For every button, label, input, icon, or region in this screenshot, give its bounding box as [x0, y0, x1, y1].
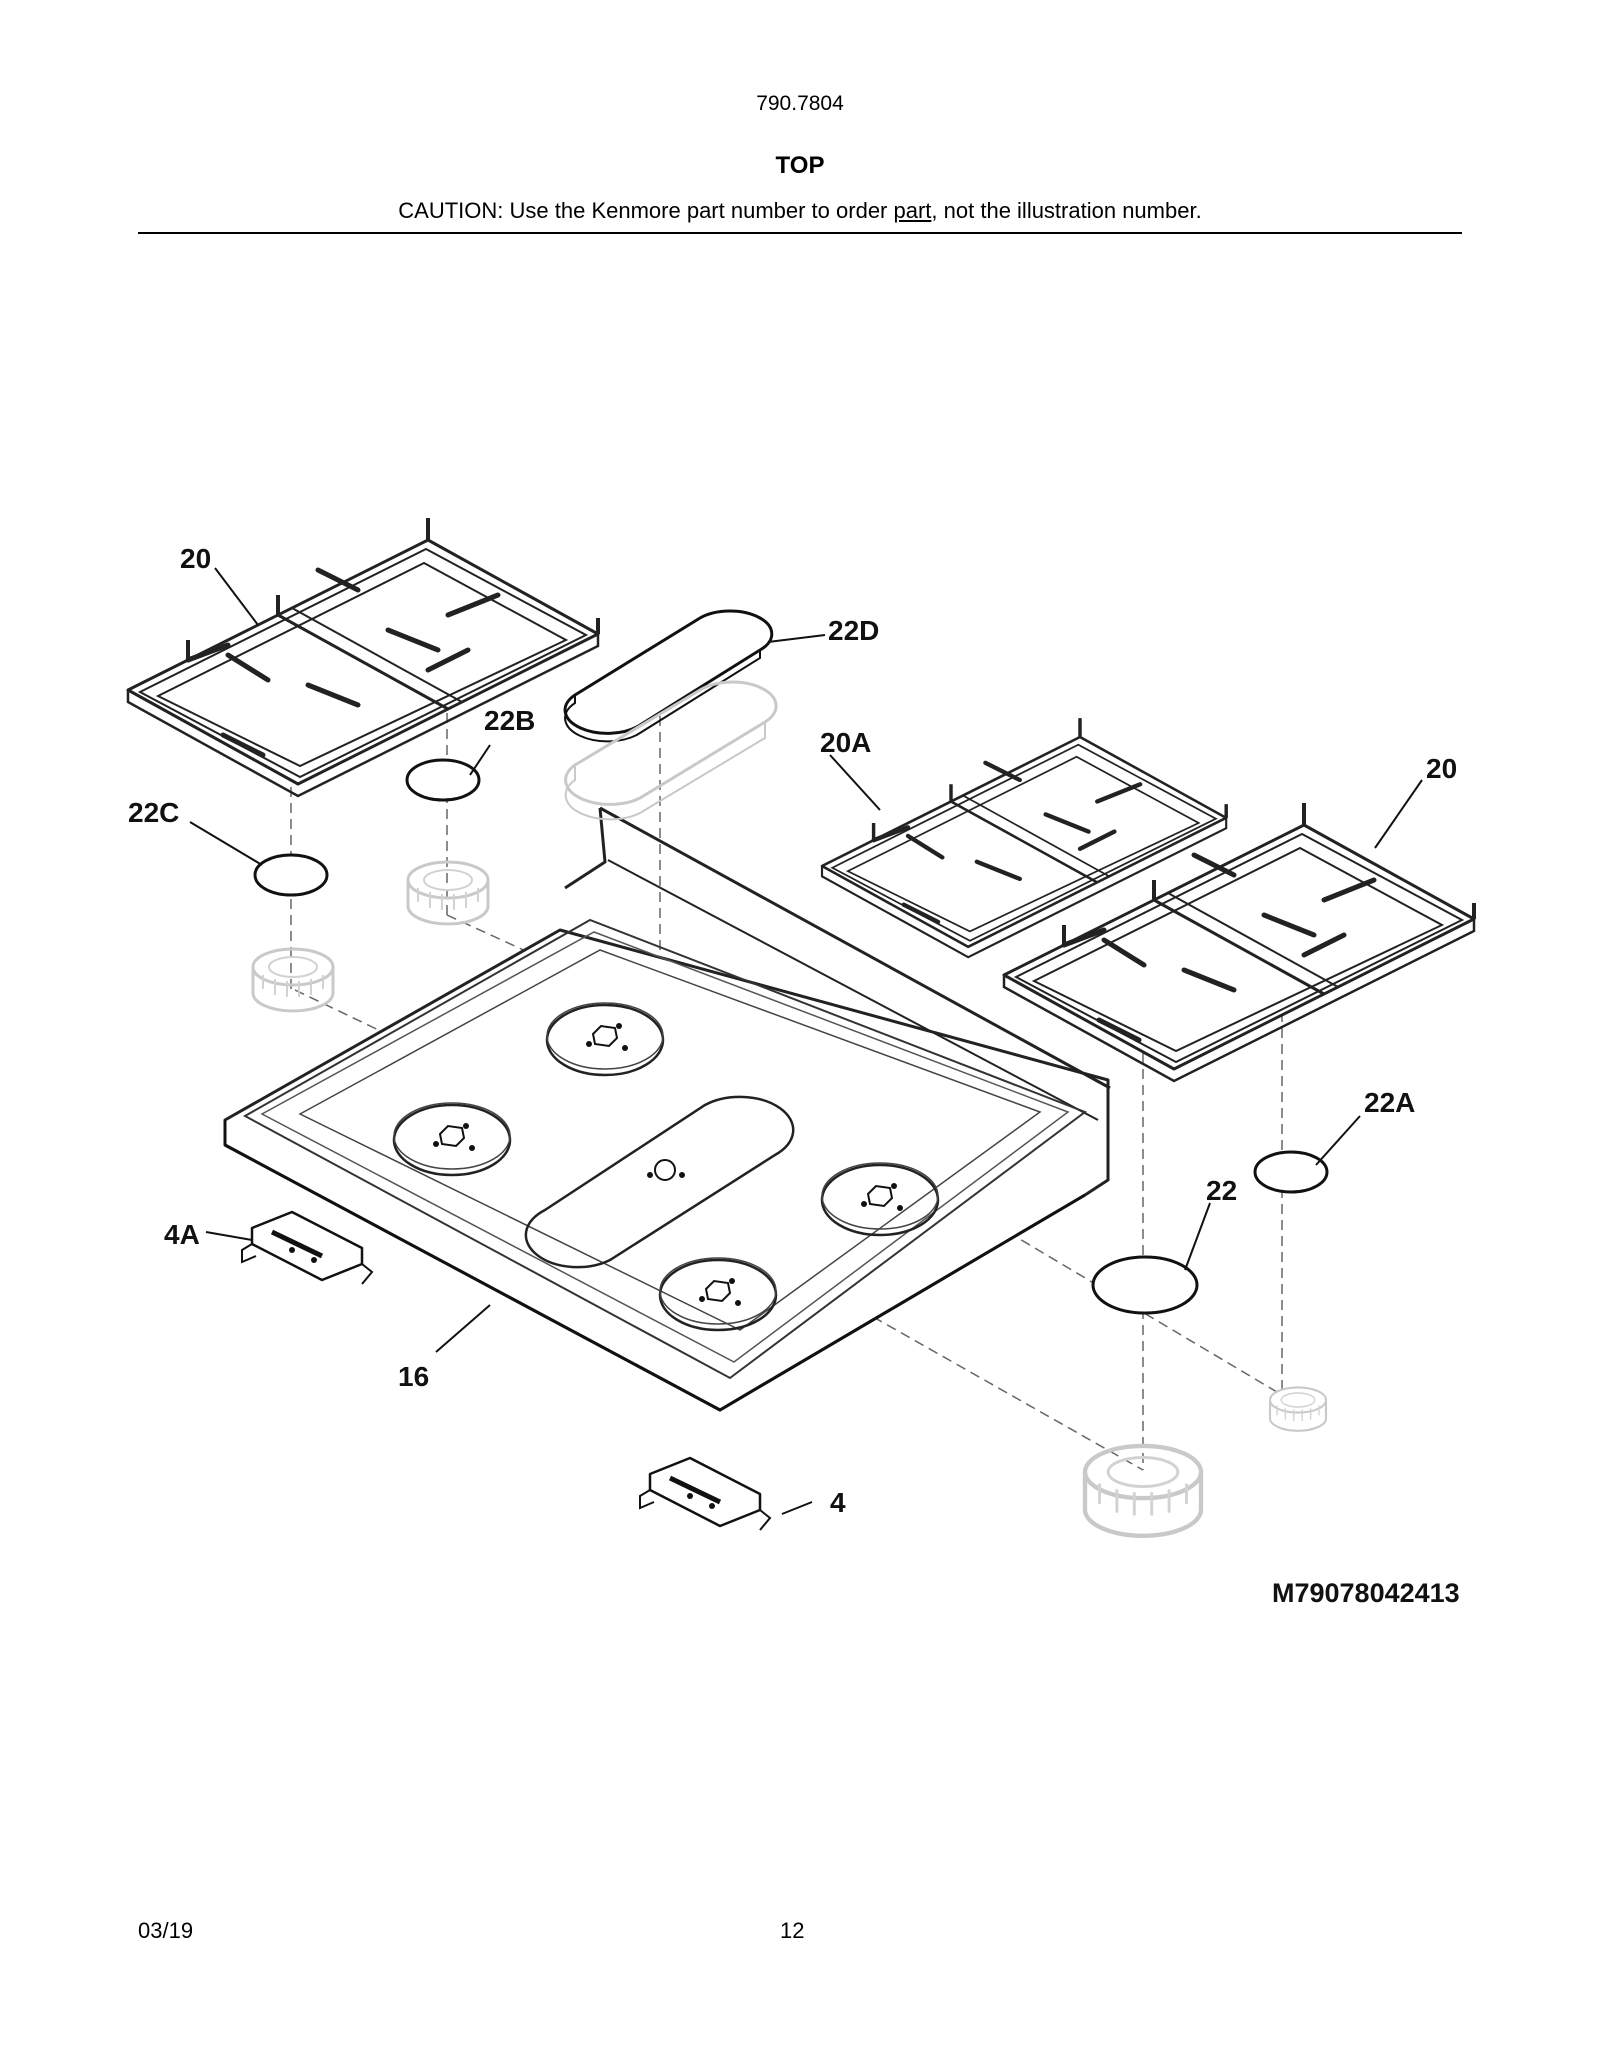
- burner-cap-22a[interactable]: [1253, 1150, 1329, 1194]
- bracket-4a[interactable]: [242, 1212, 372, 1284]
- callout-20a: 20A: [820, 727, 871, 758]
- footer-page-number: 12: [780, 1918, 805, 1943]
- model-number: 790.7804: [756, 92, 844, 115]
- callout-20-right: 20: [1426, 753, 1457, 784]
- callout-22a: 22A: [1364, 1087, 1415, 1118]
- burner-cap-22b[interactable]: [405, 758, 481, 802]
- caution-text: CAUTION: Use the Kenmore part number to …: [398, 198, 894, 223]
- bracket-4[interactable]: [640, 1458, 770, 1530]
- caution-text-end: , not the illustration number.: [931, 198, 1202, 223]
- callout-20-left: 20: [180, 543, 211, 574]
- callout-22b: 22B: [484, 705, 535, 736]
- diagram-code: M79078042413: [1272, 1578, 1460, 1608]
- burner-base-rear-right: [1268, 1386, 1328, 1432]
- burner-port-center: [647, 1159, 685, 1181]
- cooktop-panel[interactable]: [223, 806, 1111, 1412]
- callout-leaders: [189, 567, 1423, 1515]
- callout-22c: 22C: [128, 797, 179, 828]
- caution-part-link[interactable]: part: [893, 198, 932, 223]
- callout-4a: 4A: [164, 1219, 200, 1250]
- burner-cap-22[interactable]: [1091, 1255, 1199, 1315]
- callout-4: 4: [830, 1487, 846, 1518]
- footer-date: 03/19: [138, 1918, 194, 1943]
- griddle-cover[interactable]: [563, 609, 778, 821]
- header-divider: [138, 232, 1462, 234]
- callout-22: 22: [1206, 1175, 1237, 1206]
- callout-22d: 22D: [828, 615, 879, 646]
- burner-cap-22c[interactable]: [253, 853, 329, 897]
- caution-notice: CAUTION: Use the Kenmore part number to …: [0, 198, 1600, 224]
- callout-16: 16: [398, 1361, 429, 1392]
- burner-base-front-left: [251, 947, 335, 1013]
- page-title: TOP: [775, 152, 825, 179]
